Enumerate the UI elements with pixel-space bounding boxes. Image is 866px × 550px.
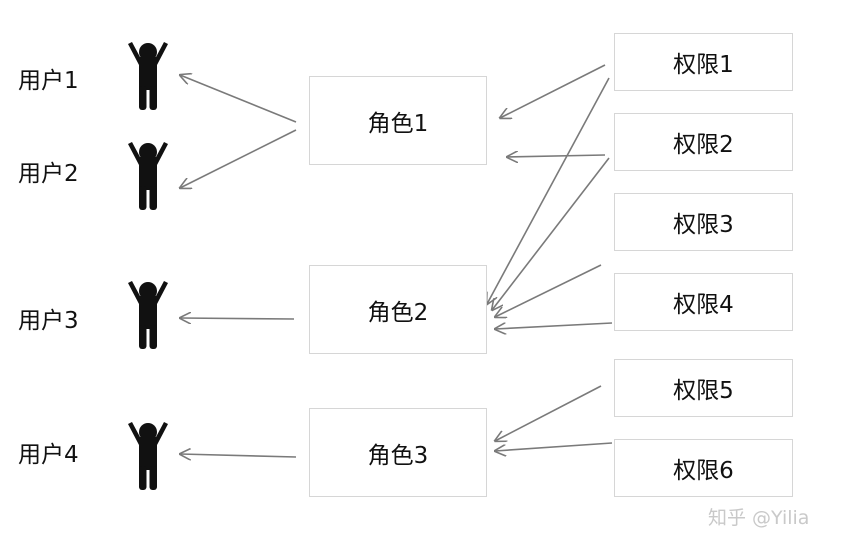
person-icon — [128, 281, 168, 349]
role-box-3: 角色3 — [309, 408, 487, 497]
role-box-2: 角色2 — [309, 265, 487, 354]
arrow-role3-to-user4 — [180, 454, 297, 457]
role-box-1: 角色1 — [309, 76, 487, 165]
person-icon — [128, 422, 168, 490]
arrow-role1-to-user1 — [180, 75, 297, 123]
watermark: 知乎 @Yilia — [708, 507, 810, 529]
arrow-role1-to-user2 — [180, 129, 297, 188]
arrow-perm2-to-role2 — [492, 157, 610, 310]
arrow-perm2-to-role1 — [507, 155, 606, 157]
user-label-2: 用户2 — [18, 161, 79, 187]
arrow-perm4-to-role2 — [495, 322, 613, 329]
user-label-4: 用户4 — [18, 442, 79, 468]
permission-box-1: 权限1 — [614, 33, 793, 91]
permission-box-2: 权限2 — [614, 113, 793, 171]
arrow-perm1-to-role1 — [500, 64, 606, 118]
arrow-role2-to-user3 — [180, 318, 295, 319]
arrow-perm6-to-role3 — [495, 442, 613, 451]
arrow-perm1-to-role2 — [487, 77, 610, 304]
permission-box-5: 权限5 — [614, 359, 793, 417]
arrow-perm5-to-role3 — [495, 385, 602, 441]
person-icon — [128, 142, 168, 210]
permission-box-6: 权限6 — [614, 439, 793, 497]
arrow-perm3-to-role2 — [495, 264, 602, 317]
permission-box-4: 权限4 — [614, 273, 793, 331]
user-label-1: 用户1 — [18, 68, 79, 94]
person-icon — [128, 42, 168, 110]
user-label-3: 用户3 — [18, 308, 79, 334]
permission-box-3: 权限3 — [614, 193, 793, 251]
